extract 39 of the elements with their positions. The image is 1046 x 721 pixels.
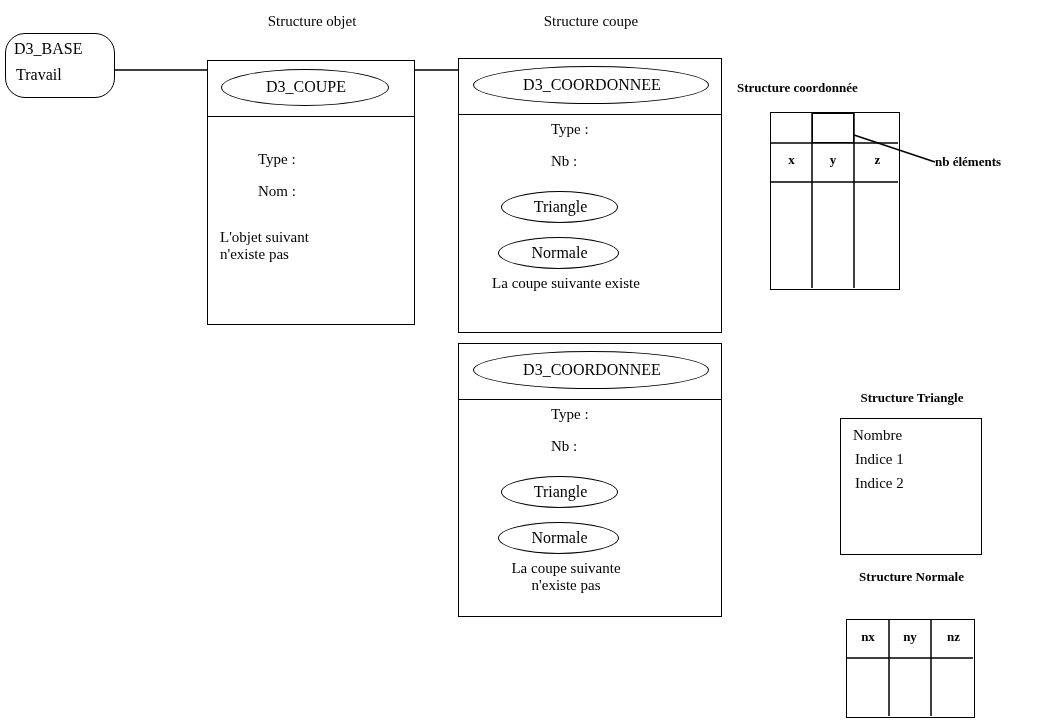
structure-heading: Structure coupe <box>542 13 640 30</box>
connector-line <box>114 69 208 71</box>
structure-heading: Structure coordonnée <box>737 79 859 96</box>
connector-line <box>414 69 459 71</box>
pointer-name: D3_COUPE <box>265 78 347 95</box>
structure-heading: Structure Normale <box>858 568 965 585</box>
field-label: Type : <box>551 121 590 138</box>
base-node <box>5 33 115 98</box>
column-header: x <box>787 151 796 168</box>
column-header: ny <box>902 628 918 645</box>
structure-box <box>458 343 722 617</box>
status-note: La coupe suivante n'existe pas <box>510 560 622 594</box>
pointer-name: Triangle <box>532 483 589 500</box>
field-label: Indice 2 <box>855 475 905 492</box>
base-name: D3_BASE <box>14 40 84 57</box>
column-header: nx <box>860 628 876 645</box>
field-label: Nom : <box>258 183 297 200</box>
structure-heading: Structure Triangle <box>859 389 965 406</box>
status-note: L'objet suivant n'existe pas <box>220 229 310 263</box>
base-label: Travail <box>16 66 63 83</box>
pointer-name: Normale <box>530 244 589 261</box>
pointer-name: D3_COORDONNEE <box>522 76 662 93</box>
table-cell <box>812 113 854 143</box>
leader-line <box>853 134 936 163</box>
column-header: nz <box>946 628 961 645</box>
pointer-name: Normale <box>530 529 589 546</box>
field-label: Type : <box>551 406 590 423</box>
field-label: Type : <box>258 151 297 168</box>
structure-heading: Structure objet <box>266 13 358 30</box>
pointer-name: Triangle <box>532 198 589 215</box>
field-label: Nombre <box>853 427 904 444</box>
pointer-name: D3_COORDONNEE <box>522 361 662 378</box>
column-header: y <box>828 151 838 168</box>
field-label: Nb : <box>551 438 579 455</box>
leader-label: nb éléments <box>935 153 1003 170</box>
column-header: z <box>873 151 882 168</box>
field-label: Indice 1 <box>855 451 905 468</box>
status-note: La coupe suivante existe <box>491 275 641 292</box>
field-label: Nb : <box>551 153 579 170</box>
